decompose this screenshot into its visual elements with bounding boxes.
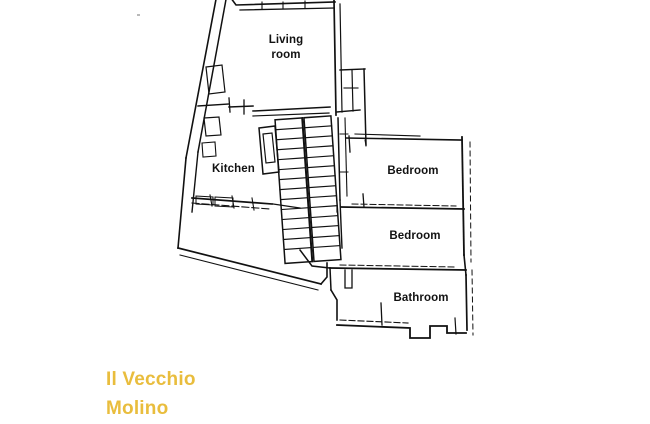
wall-hall-east (363, 68, 367, 146)
wall-bedroom1-north-inner (354, 133, 421, 137)
staircase (274, 115, 342, 265)
wall-corridor-west-lower (339, 199, 343, 249)
door-jamb-bedroom1 (348, 135, 351, 153)
wall-bathroom-west (329, 267, 332, 291)
corner-mark-2 (364, 139, 367, 147)
wall-stair-landing-west (272, 203, 301, 209)
wall-between-bedroom2-bathroom-hatch (339, 264, 457, 268)
wall-niche-3 (201, 141, 217, 158)
wall-niche-1 (205, 64, 226, 95)
wall-living-room-south-b-inner (252, 112, 330, 117)
exterior-wall-east-lower (465, 274, 468, 331)
exterior-wall-east-lower-dashed (471, 269, 474, 336)
wall-living-room-south-b (252, 106, 331, 112)
kitchen-cabinet-1 (195, 195, 214, 206)
wall-kitchen-south (191, 197, 273, 205)
wall-hall-partition (351, 69, 354, 112)
wall-between-bedrooms-hatch (351, 203, 457, 207)
wall-southwest-corner (319, 262, 328, 286)
exterior-wall-east-mid (463, 254, 467, 276)
wall-between-bedroom2-bathroom (329, 267, 467, 271)
stair-stringer (301, 117, 314, 263)
wall-living-room-south-a (228, 105, 254, 108)
exterior-wall-east-outer (461, 136, 465, 256)
door-jamb-bedroom2 (362, 193, 365, 208)
window-marks-north (261, 0, 306, 10)
stair-treads-left (275, 127, 312, 251)
stair-flight-right-outline (303, 115, 342, 263)
wall-niche-2 (203, 116, 222, 137)
exterior-wall-west-outer (177, 157, 187, 249)
exterior-wall-south (336, 324, 467, 339)
wall-stub-upper-left (197, 103, 230, 107)
wall-corridor-west (337, 117, 341, 201)
closet-kitchen-inner (262, 132, 276, 164)
bathroom-closet (344, 269, 353, 289)
wall-bedroom1-north (345, 137, 463, 141)
wall-bathroom-southwest (329, 288, 338, 321)
wall-corridor-west-inner (344, 117, 348, 197)
scan-artifact-speck (137, 14, 140, 16)
bathroom-partition (380, 302, 383, 326)
exterior-wall-southwest-outer (176, 246, 323, 286)
wall-living-room-east-outer (333, 0, 337, 116)
exterior-wall-south-hatch (339, 319, 409, 324)
exterior-wall-southwest-inner (179, 254, 319, 291)
stair-treads-right (304, 125, 341, 249)
wall-stair-landing-south (298, 248, 331, 269)
property-title: Il Vecchio Molino (106, 369, 196, 419)
wall-hall-south (336, 109, 361, 113)
kitchen-cabinet-2 (214, 196, 234, 208)
wall-between-bedrooms (340, 206, 465, 210)
exterior-wall-east-dashed (469, 141, 472, 263)
bathroom-fixture-mark (454, 317, 457, 335)
exterior-wall-west-inner (191, 151, 199, 213)
exterior-wall-north-inner (239, 7, 335, 11)
wall-living-room-east-inner (339, 3, 343, 113)
exterior-wall-northwest-outer (185, 0, 217, 159)
door-jamb-upper-left (228, 97, 231, 113)
wall-kitchen-south-hatch (191, 202, 271, 210)
exterior-wall-northwest-inner (197, 0, 227, 153)
exterior-wall-north (231, 0, 336, 6)
door-marks-corridor (339, 133, 349, 173)
